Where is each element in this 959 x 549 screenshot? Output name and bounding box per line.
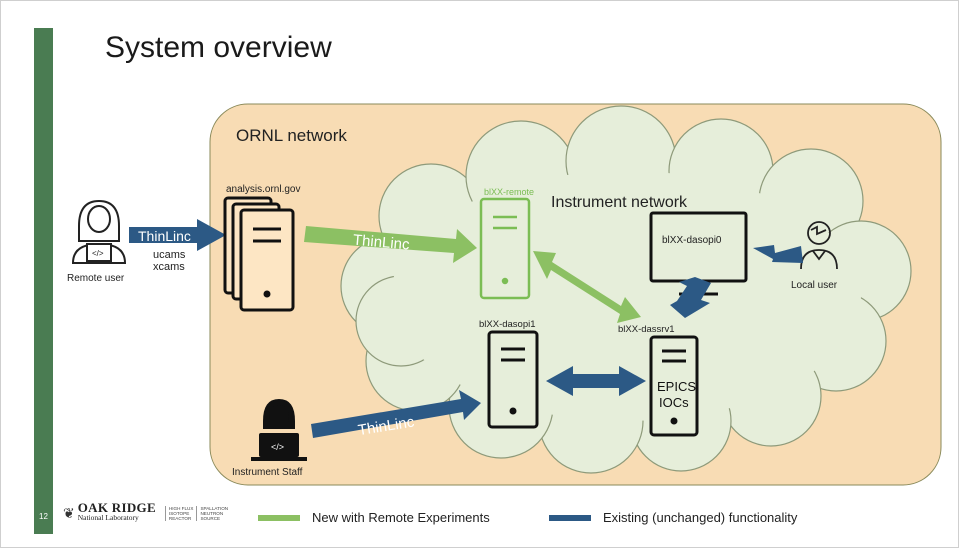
remote-dassrv-arrow [533,251,641,323]
thinlinc-analysis-arrow [304,226,477,263]
dasopi1-label: blXX-dasopi1 [479,319,536,330]
ornl-network-label: ORNL network [236,126,347,145]
analysis-label: analysis.ornl.gov [226,184,300,195]
legend-new-swatch [258,514,300,521]
local-user-label: Local user [791,280,838,291]
xcams-label: xcams [153,261,185,273]
instrument-staff-icon [251,399,307,461]
legend-new: New with Remote Experiments [258,510,490,525]
local-user-arrow [753,245,803,263]
remote-server-icon [479,197,531,300]
logo-name: OAK RIDGE [77,500,156,515]
instrument-staff-label: Instrument Staff [232,467,303,478]
page-title: System overview [105,31,332,64]
ucams-label: ucams [153,249,186,261]
leaf-icon: ❦ [63,504,75,521]
remote-user-icon [71,199,127,264]
ornl-logo: ❦ OAK RIDGE National Laboratory HIGH FLU… [63,499,228,527]
legend-existing-label: Existing (unchanged) functionality [603,510,798,525]
legend-new-label: New with Remote Experiments [312,510,490,525]
dasopi1-dassrv-arrow [546,366,646,396]
dasopi1-server-icon [487,330,539,429]
dassrv1-label: blXX-dassrv1 [618,324,675,335]
dassrv1-server-icon [649,335,699,437]
logo-hfir: HIGH FLUX ISOTOPE REACTOR [164,505,193,521]
dasopi0-label: blXX-dasopi0 [662,235,722,246]
analysis-server-stack [223,196,295,312]
legend-existing: Existing (unchanged) functionality [549,510,797,525]
epics-line1: EPICS [657,379,696,394]
thinlinc-remote-label: ThinLinc [138,228,191,244]
page-number: 12 [39,512,48,521]
legend-existing-swatch [549,514,591,521]
instrument-network-label: Instrument network [551,194,688,211]
remote-user-label: Remote user [67,273,125,284]
thinlinc-staff-arrow [311,390,481,438]
logo-sns: SPALLATION NEUTRON SOURCE [196,505,228,521]
slide-sidebar [34,28,53,534]
svg-text:</>: </> [271,442,284,452]
thinlinc-analysis-label: ThinLinc [352,232,410,254]
svg-text:</>: </> [92,249,104,258]
logo-subtitle: National Laboratory [77,513,139,522]
dasopi0-dassrv-arrow [670,277,711,318]
epics-line2: IOCs [659,395,689,410]
thinlinc-remote-arrow [129,219,226,251]
remote-server-label: blXX-remote [484,187,534,197]
